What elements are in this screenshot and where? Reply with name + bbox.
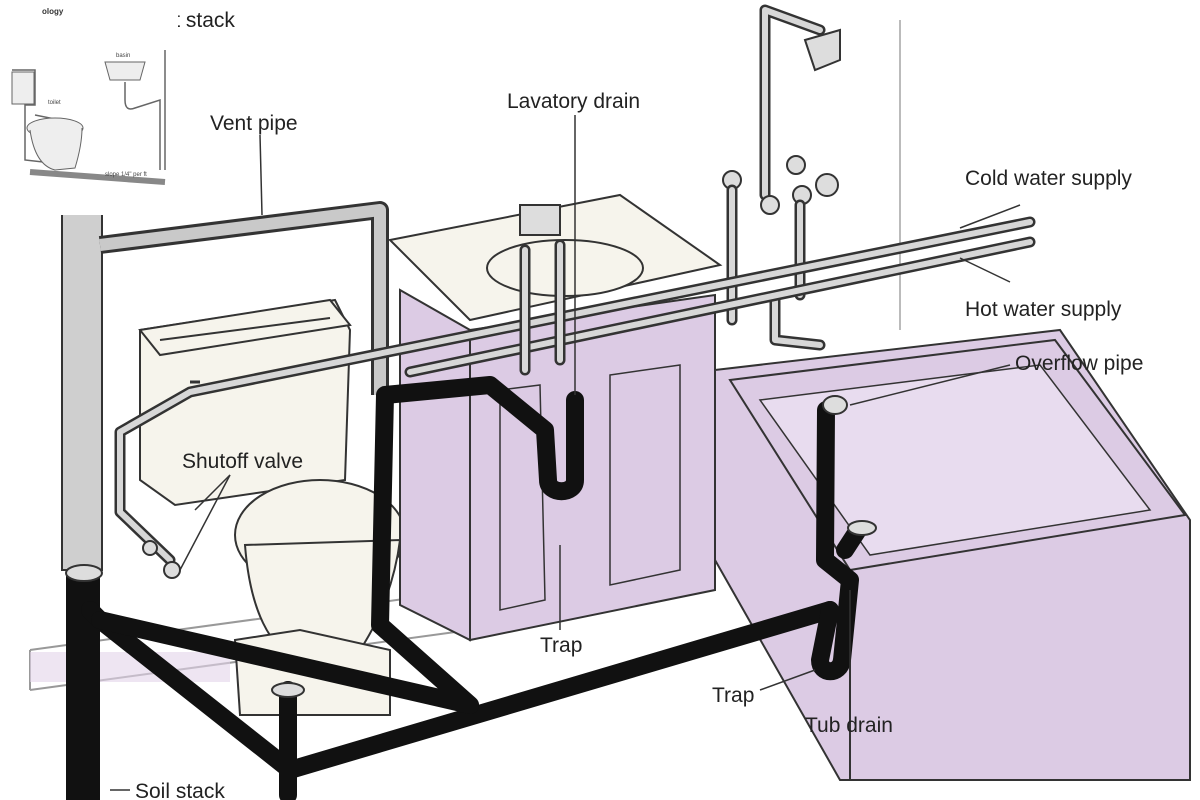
label-trap-tub: Trap [712,684,754,707]
label-lavatory-drain: Lavatory drain [507,90,640,113]
label-shutoff-valve: Shutoff valve [182,450,303,473]
label-trap-lavatory: Trap [540,634,582,657]
inset-basin: basin [116,53,130,59]
leader-lines [110,115,1021,791]
label-cold-water-supply: Cold water supply [965,167,1132,190]
water-supply-lines [114,216,1036,579]
label-vent-pipe: Vent pipe [210,112,298,135]
inset-title: ology [42,7,64,16]
vent-pipe-run [98,201,389,395]
inset-slope: slope 1/4" per ft [105,172,147,178]
label-soil-stack: Soil stack [135,780,225,800]
shower-riser [722,4,841,351]
soil-stack-pipe [61,209,103,800]
label-hot-water-supply: Hot water supply [965,298,1122,321]
room-outline [29,20,901,691]
drain-lines [65,376,877,800]
inset-toilet: toilet [48,100,61,106]
bathtub [714,328,1191,781]
label-tub-drain: Tub drain [805,714,893,737]
lavatory-faucet [519,204,566,376]
inset-diagram: ology toilet basin slope 1/4" per ft [0,0,178,215]
label-overflow-pipe: Overflow pipe [1015,352,1143,375]
